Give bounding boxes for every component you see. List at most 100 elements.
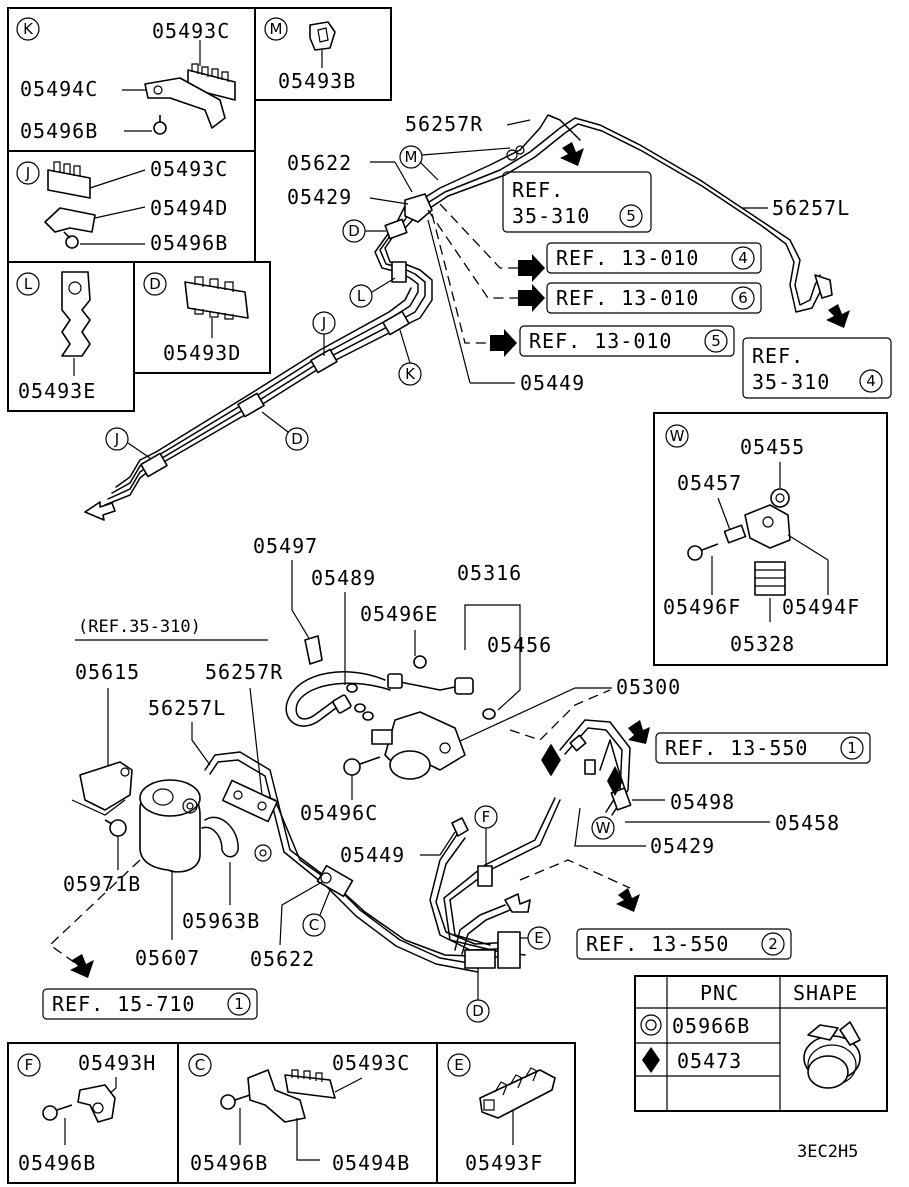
part-number: 05300	[616, 675, 681, 699]
part-number: 05493C	[152, 19, 230, 43]
lower-pipe-bundle	[204, 751, 561, 973]
part-number: 05497	[253, 534, 318, 558]
part-number: 05494F	[782, 595, 860, 619]
detail-box-d: D 05493D	[133, 261, 271, 374]
part-number: 05493F	[465, 1151, 543, 1175]
clip-icon	[309, 21, 336, 51]
ref-box: REF. 13-010 4	[546, 242, 762, 274]
box-letter: K	[23, 20, 34, 38]
diamond-icon	[607, 766, 623, 796]
box-letter: L	[24, 275, 33, 293]
bolt-icon	[63, 231, 79, 249]
clip-icon	[61, 271, 91, 357]
bolt-icon	[304, 635, 323, 665]
part-number: 05458	[775, 811, 840, 835]
part-number: 05496B	[18, 1151, 96, 1175]
svg-text:1: 1	[234, 995, 244, 1013]
legend-header: SHAPE	[793, 981, 858, 1005]
box-letter: E	[454, 1056, 463, 1074]
part-number: 05493C	[332, 1051, 410, 1075]
clip-icon	[284, 1069, 336, 1099]
bolt-icon	[220, 1094, 251, 1110]
callout-letter: C	[309, 916, 319, 934]
box-letter: M	[270, 20, 283, 38]
callout-letter: L	[357, 287, 366, 305]
part-number: 05496B	[190, 1151, 268, 1175]
diamond-icon	[542, 745, 560, 775]
bolt-icon	[42, 1104, 73, 1121]
part-number: 05457	[677, 471, 742, 495]
part-number: 05494B	[332, 1151, 410, 1175]
bolt-icon	[343, 756, 381, 776]
box-letter: C	[195, 1056, 205, 1074]
upper-pipe-bundle	[84, 114, 833, 521]
part-number: 05456	[487, 633, 552, 657]
ref-box: REF. 13-550 1	[655, 732, 871, 764]
callout-letter: D	[291, 430, 303, 448]
ref-box: REF. 15-710 1	[42, 988, 258, 1020]
box-letter: J	[25, 164, 30, 182]
svg-text:REF. 13-550: REF. 13-550	[586, 932, 729, 956]
part-number: 05971B	[63, 872, 141, 896]
part-number: 05493D	[163, 341, 241, 365]
bolt-icon	[153, 115, 167, 135]
detail-box-l: L 05493E	[7, 261, 135, 412]
svg-text:REF. 15-710: REF. 15-710	[52, 992, 195, 1016]
diagram-code: 3EC2H5	[797, 1142, 858, 1162]
svg-text:REF. 13-550: REF. 13-550	[665, 736, 808, 760]
bracket-icon	[247, 1069, 306, 1123]
part-number: 05963B	[182, 909, 260, 933]
callout-letter: E	[534, 929, 543, 947]
part-number: 56257R	[405, 112, 483, 136]
box-letter: D	[149, 275, 161, 293]
part-number: 05449	[340, 843, 405, 867]
part-number: 05493B	[278, 69, 356, 93]
filter-icon	[139, 779, 201, 873]
diamond-icon	[642, 1047, 660, 1073]
part-number: 05496E	[360, 602, 438, 626]
box-letter: W	[670, 427, 685, 445]
part-number: 05493E	[18, 379, 96, 403]
bracket-icon	[144, 77, 226, 129]
callout-letter: F	[482, 808, 491, 826]
part-number: 05429	[650, 834, 715, 858]
ref-box: REF. 13-550 2	[576, 928, 792, 960]
clip-icon	[479, 1067, 556, 1119]
part-number: 56257L	[772, 196, 850, 220]
svg-text:REF.: REF.	[752, 344, 804, 368]
part-number: 05622	[287, 151, 352, 175]
svg-text:5: 5	[626, 207, 636, 225]
svg-text:6: 6	[738, 289, 748, 307]
part-number: 56257R	[205, 660, 283, 684]
ref-box: REF. 13-010 6	[546, 282, 762, 314]
ref-box: REF. 35-310 4	[742, 337, 892, 399]
part-number: 05496B	[20, 119, 98, 143]
flow-arrow-icon	[84, 501, 116, 521]
part-number: 05489	[311, 566, 376, 590]
ref-box: REF. 13-010 5	[519, 325, 735, 357]
hose	[285, 671, 474, 727]
detail-box-w: W 05455 05457 05496F 05494F 05328	[653, 412, 888, 666]
fitting-pipes	[541, 719, 632, 816]
bolt-icon	[104, 819, 127, 837]
svg-text:1: 1	[847, 739, 857, 757]
callout-letter: M	[405, 148, 418, 166]
detail-box-c: C 05493C 05496B 05494B	[177, 1042, 438, 1184]
svg-text:4: 4	[866, 372, 876, 390]
part-number: 05494C	[20, 77, 98, 101]
part-number: 05494D	[150, 196, 228, 220]
svg-text:REF. 13-010: REF. 13-010	[556, 286, 699, 310]
hose-clamp-icon	[803, 1021, 861, 1089]
bracket-icon	[44, 207, 96, 233]
callout-letter: D	[348, 222, 360, 240]
part-number: 05622	[250, 947, 315, 971]
valve-icon	[371, 711, 466, 780]
part-number: 05493H	[78, 1051, 156, 1075]
bracket-icon	[77, 1084, 116, 1123]
part-number: 05328	[730, 632, 795, 656]
callout-letter: J	[114, 430, 119, 448]
double-circle-icon	[640, 1014, 662, 1036]
callout-letter: D	[472, 1002, 484, 1020]
part-number: 05498	[670, 790, 735, 814]
svg-text:REF. 13-010: REF. 13-010	[529, 329, 672, 353]
